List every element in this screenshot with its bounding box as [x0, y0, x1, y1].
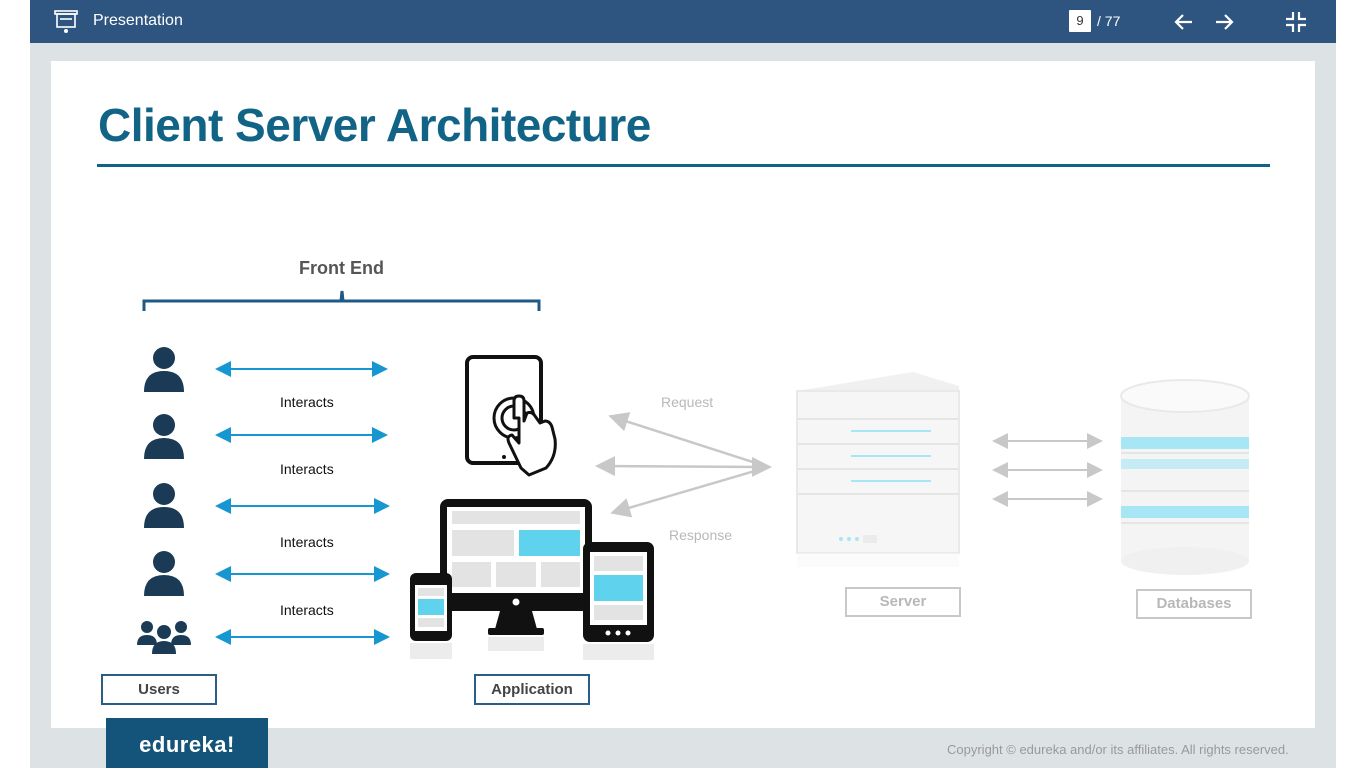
title-rule: [97, 164, 1270, 167]
user-icon: [144, 483, 184, 528]
request-arrow: [595, 456, 772, 477]
slide-title: Client Server Architecture: [98, 99, 651, 151]
interacts-label: Interacts: [280, 461, 334, 477]
interacts-label: Interacts: [280, 534, 334, 550]
front-end-label: Front End: [299, 258, 384, 278]
tablet-touch-icon: [465, 355, 557, 477]
interacts-label: Interacts: [280, 394, 334, 410]
user-icon: [144, 347, 184, 392]
devices-icon: [410, 499, 654, 660]
interacts-label: Interacts: [280, 602, 334, 618]
application-label: Application: [474, 674, 590, 705]
edureka-logo: edureka!: [106, 718, 268, 768]
slide-stage: Client Server Architecture: [30, 43, 1336, 768]
server-label: Server: [845, 587, 961, 617]
users-label: Users: [101, 674, 217, 705]
database-icon: [1120, 379, 1250, 575]
copyright-text: Copyright © edureka and/or its affiliate…: [947, 742, 1289, 757]
front-end-bracket: [142, 290, 541, 311]
databases-label: Databases: [1136, 589, 1252, 619]
exit-fullscreen-icon[interactable]: [1284, 10, 1308, 34]
arrow-left-icon[interactable]: [1172, 10, 1196, 34]
page-total: / 77: [1097, 13, 1121, 29]
group-icon: [137, 621, 191, 654]
user-icon: [144, 414, 184, 459]
request-label: Request: [661, 394, 714, 410]
left-margin: [0, 0, 30, 768]
slide: Client Server Architecture: [51, 61, 1315, 728]
page-number-input[interactable]: 9: [1069, 10, 1091, 32]
server-icon: [796, 372, 960, 567]
response-label: Response: [669, 527, 733, 543]
response-arrow: [610, 466, 766, 518]
presentation-toolbar: Presentation 9 / 77: [30, 0, 1336, 43]
window-title: Presentation: [93, 12, 183, 29]
request-arrow: [608, 412, 766, 468]
user-icon: [144, 551, 184, 596]
presentation-icon: [54, 10, 78, 33]
architecture-diagram: [137, 290, 1250, 660]
arrow-right-icon[interactable]: [1212, 10, 1236, 34]
right-margin: [1336, 0, 1366, 768]
